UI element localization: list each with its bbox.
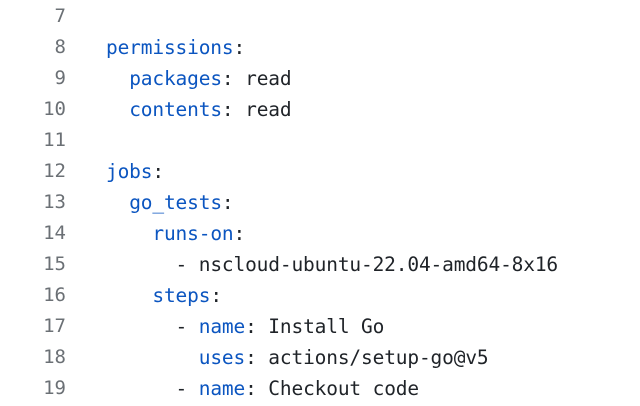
yaml-key: packages [129,67,222,90]
yaml-colon: : [245,315,257,338]
yaml-key: uses [198,346,246,369]
yaml-colon: : [233,222,246,245]
yaml-colon: : [245,377,257,400]
yaml-key: name [198,315,246,338]
code-line-content[interactable]: jobs: [72,156,640,187]
code-line-content[interactable]: runs-on: [72,218,640,249]
code-line[interactable]: 10 contents: read [0,94,640,125]
yaml-key: permissions [106,36,234,59]
code-indent [106,315,176,338]
line-number: 11 [43,129,66,151]
line-number: 15 [43,253,66,275]
code-indent [106,191,129,214]
yaml-value: Checkout code [256,377,419,400]
code-indent [106,222,152,245]
code-line-content[interactable]: - name: Checkout code [72,373,640,404]
code-line-content[interactable]: uses: actions/setup-go@v5 [72,342,640,373]
code-line-content[interactable]: permissions: [72,32,640,63]
yaml-value: read [233,98,292,121]
yaml-value: Install Go [256,315,385,338]
code-line-content[interactable]: - nscloud-ubuntu-22.04-amd64-8x16 [72,249,640,280]
yaml-colon: : [245,346,257,369]
line-number: 18 [43,346,66,368]
yaml-key: contents [129,98,222,121]
code-indent [106,346,199,369]
list-dash: - [175,377,199,400]
yaml-key: runs-on [152,222,234,245]
line-number: 14 [43,222,66,244]
yaml-key: jobs [106,160,153,183]
yaml-colon: : [233,36,246,59]
code-line-content[interactable]: go_tests: [72,187,640,218]
yaml-key: go_tests [129,191,222,214]
yaml-value: actions/setup-go@v5 [256,346,489,369]
list-dash: - [175,253,199,276]
code-line[interactable]: 8 permissions: [0,32,640,63]
line-number: 7 [54,5,66,27]
line-number: 17 [43,315,66,337]
line-number: 10 [43,98,66,120]
code-line[interactable]: 19 - name: Checkout code [0,373,640,404]
code-indent [106,284,152,307]
code-line[interactable]: 9 packages: read [0,63,640,94]
code-line[interactable]: 18 uses: actions/setup-go@v5 [0,342,640,373]
line-number: 8 [54,36,66,58]
code-line[interactable]: 7 [0,1,640,32]
yaml-key: steps [152,284,211,307]
code-line[interactable]: 14 runs-on: [0,218,640,249]
code-line[interactable]: 15 - nscloud-ubuntu-22.04-amd64-8x16 [0,249,640,280]
yaml-value: read [233,67,292,90]
code-line-content[interactable]: packages: read [72,63,640,94]
code-line-content[interactable]: steps: [72,280,640,311]
code-line[interactable]: 17 - name: Install Go [0,311,640,342]
code-indent [106,377,176,400]
code-line[interactable]: 16 steps: [0,280,640,311]
yaml-value: nscloud-ubuntu-22.04-amd64-8x16 [198,253,559,276]
yaml-colon: : [221,98,234,121]
yaml-colon: : [221,67,234,90]
code-line[interactable]: 12 jobs: [0,156,640,187]
line-number: 16 [43,284,66,306]
yaml-colon: : [221,191,234,214]
code-indent [106,98,129,121]
code-line[interactable]: 11 [0,125,640,156]
code-line-content[interactable]: contents: read [72,94,640,125]
line-number: 19 [43,377,66,399]
code-line-content[interactable]: - name: Install Go [72,311,640,342]
code-line[interactable]: 13 go_tests: [0,187,640,218]
list-dash: - [175,315,199,338]
yaml-colon: : [210,284,222,307]
line-number: 13 [43,191,66,213]
line-number: 12 [43,160,66,182]
code-indent [106,67,129,90]
code-indent [106,253,176,276]
yaml-key: name [198,377,246,400]
yaml-colon: : [152,160,164,183]
line-number: 9 [54,67,66,89]
